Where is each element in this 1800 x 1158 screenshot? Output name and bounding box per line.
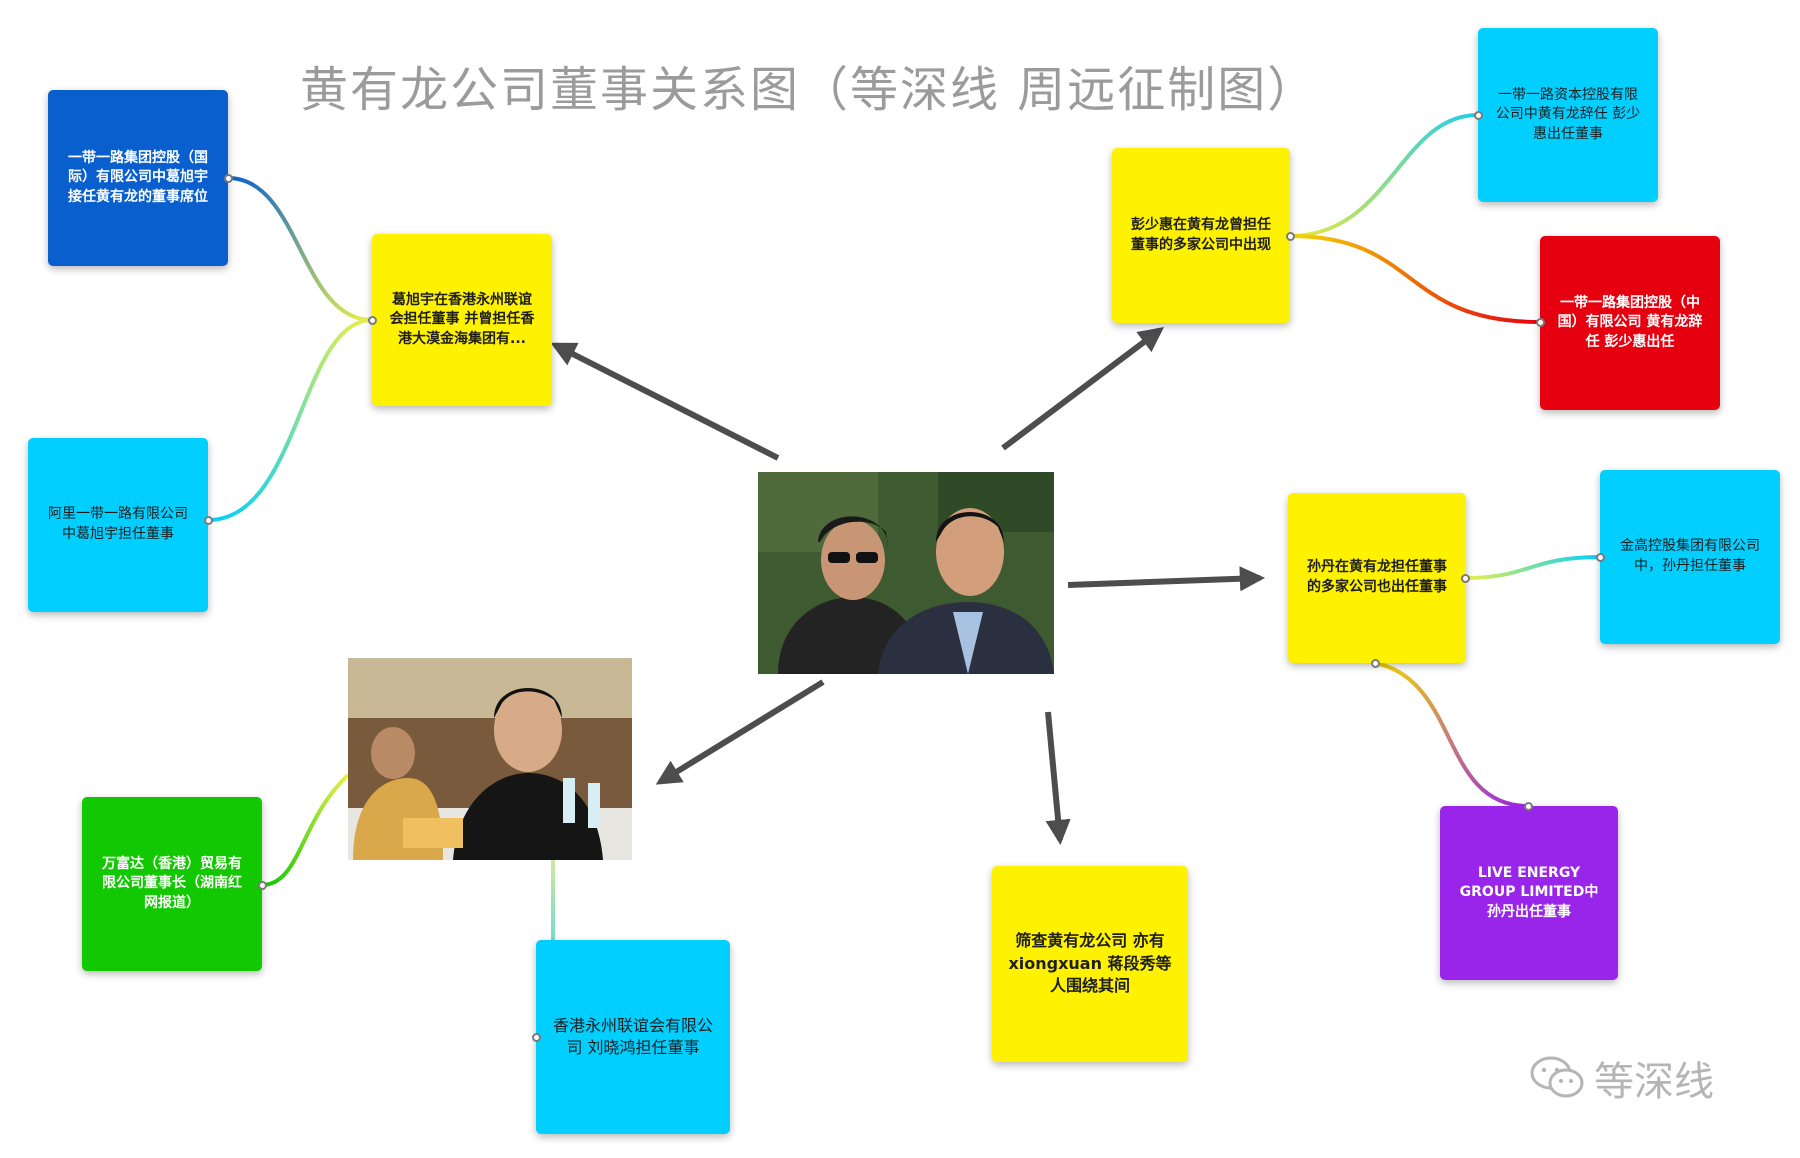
link-sun-dan-to-jingao (1464, 555, 1601, 580)
node-screening: 筛查黄有龙公司 亦有xiongxuan 蒋段秀等人围绕其间 (992, 866, 1188, 1062)
node-sun-dan: 孙丹在黄有龙担任董事的多家公司也出任董事 (1288, 493, 1466, 663)
link-peng-to-ydyl-capital (1289, 113, 1479, 238)
connector-dot (1524, 802, 1533, 811)
node-live-energy: LIVE ENERGY GROUP LIMITED中孙丹出任董事 (1440, 806, 1618, 980)
node-alibaba-ydyl-label: 阿里一带一路有限公司中葛旭宇担任董事 (48, 506, 188, 542)
arrow-to-screening (1045, 711, 1071, 846)
connector-dot (204, 516, 213, 525)
connector-dot (1286, 232, 1295, 241)
node-ydyl-intl: 一带一路集团控股（国际）有限公司中葛旭宇接任黄有龙的董事席位 (48, 90, 228, 266)
watermark-text: 等深线 (1594, 1059, 1714, 1105)
page-title: 黄有龙公司董事关系图（等深线 周远征制图） (300, 62, 1318, 118)
node-jingao-label: 金高控股集团有限公司中，孙丹担任董事 (1620, 538, 1760, 574)
node-screening-label: 筛查黄有龙公司 亦有xiongxuan 蒋段秀等人围绕其间 (1008, 931, 1172, 996)
connector-dot (258, 881, 267, 890)
node-ydyl-capital-label: 一带一路资本控股有限公司中黄有龙辞任 彭少惠出任董事 (1495, 86, 1641, 142)
connector-dot (224, 174, 233, 183)
node-ydyl-intl-label: 一带一路集团控股（国际）有限公司中葛旭宇接任黄有龙的董事席位 (68, 149, 208, 205)
connector-dot (368, 316, 377, 325)
node-wanfuda: 万富达（香港）贸易有限公司董事长（湖南红网报道） (82, 797, 262, 971)
link-photo-to-wanfuda (261, 773, 350, 887)
link-peng-to-ydyl-china (1289, 234, 1541, 324)
arrow-to-peng-shaohui (1001, 326, 1165, 451)
connector-dot (1474, 111, 1483, 120)
node-jingao: 金高控股集团有限公司中，孙丹担任董事 (1600, 470, 1780, 644)
wechat-icon (1530, 1056, 1584, 1098)
arrow-to-ge-xuyu (550, 342, 780, 461)
node-wanfuda-label: 万富达（香港）贸易有限公司董事长（湖南红网报道） (102, 855, 242, 911)
liu-xiaohong-photo (348, 658, 632, 860)
link-sun-dan-to-live-energy (1374, 661, 1529, 808)
center-photo (758, 472, 1054, 674)
node-ge-xuyu-label: 葛旭宇在香港永州联谊会担任董事 并曾担任香港大漠金海集团有... (389, 291, 535, 347)
connector-dot (1596, 553, 1605, 562)
node-sun-dan-label: 孙丹在黄有龙担任董事的多家公司也出任董事 (1307, 559, 1447, 595)
node-live-energy-label: LIVE ENERGY GROUP LIMITED中孙丹出任董事 (1459, 864, 1599, 920)
connector-dot (1536, 318, 1545, 327)
link-ge-xuyu-to-ydyl-intl (227, 176, 373, 322)
node-hk-yongzhou-label: 香港永州联谊会有限公司 刘晓鸿担任董事 (552, 1015, 713, 1057)
node-ge-xuyu: 葛旭宇在香港永州联谊会担任董事 并曾担任香港大漠金海集团有... (372, 234, 552, 406)
link-ge-xuyu-to-alibaba-ydyl (207, 318, 373, 522)
arrow-to-sun-dan (1067, 566, 1266, 592)
node-alibaba-ydyl: 阿里一带一路有限公司中葛旭宇担任董事 (28, 438, 208, 612)
arrow-to-photo-liu (655, 679, 825, 785)
node-ydyl-china: 一带一路集团控股（中国）有限公司 黄有龙辞任 彭少惠出任 (1540, 236, 1720, 410)
node-hk-yongzhou: 香港永州联谊会有限公司 刘晓鸿担任董事 (536, 940, 730, 1134)
connector-dot (532, 1033, 541, 1042)
node-peng-shaohui: 彭少惠在黄有龙曾担任董事的多家公司中出现 (1112, 148, 1290, 323)
connector-dot (1461, 574, 1470, 583)
connector-dot (1371, 659, 1380, 668)
watermark: 等深线 (1530, 1048, 1780, 1108)
node-peng-shaohui-label: 彭少惠在黄有龙曾担任董事的多家公司中出现 (1131, 216, 1271, 253)
node-ydyl-china-label: 一带一路集团控股（中国）有限公司 黄有龙辞任 彭少惠出任 (1557, 294, 1703, 350)
node-ydyl-capital: 一带一路资本控股有限公司中黄有龙辞任 彭少惠出任董事 (1478, 28, 1658, 202)
